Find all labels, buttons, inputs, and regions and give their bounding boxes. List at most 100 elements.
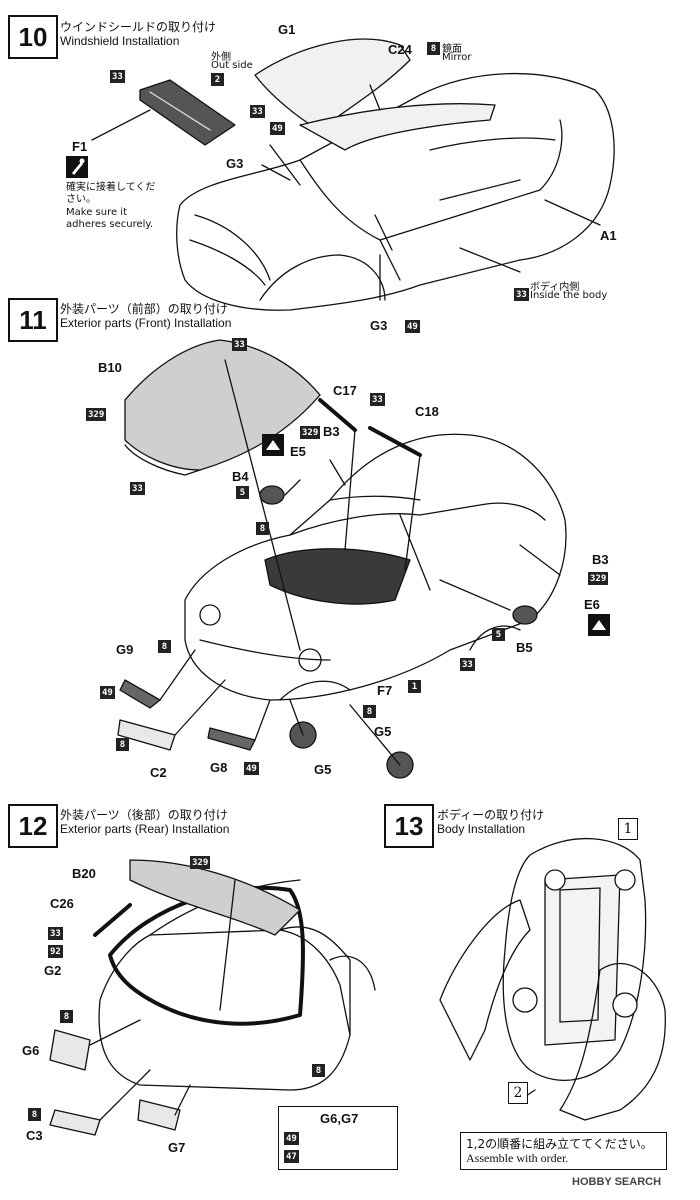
label-g5-left: G5 <box>314 762 332 777</box>
label-adhere-en: Make sure it adheres securely. <box>66 207 154 230</box>
label-body-jp: ボディ内側 <box>530 282 580 293</box>
step-11-title-jp: 外装パーツ（前部）の取り付け <box>60 302 228 316</box>
paint-chip-8-b-rear: 8 <box>312 1064 325 1077</box>
paint-chip-33-wipers: 33 <box>370 393 385 406</box>
label-c26: C26 <box>50 896 74 911</box>
label-outside-jp: 外側 <box>211 52 231 63</box>
label-c17: C17 <box>333 383 357 398</box>
paint-chip-329-b3: 329 <box>300 426 321 439</box>
paint-chip-329-hood: 329 <box>86 408 107 421</box>
label-b10: B10 <box>98 360 122 375</box>
label-g1: G1 <box>278 22 296 37</box>
wiper-c17 <box>318 398 357 432</box>
label-b4: B4 <box>232 469 249 484</box>
part-f1 <box>139 79 236 146</box>
label-b3-left: B3 <box>323 424 340 439</box>
label-c18: C18 <box>415 404 439 419</box>
label-b5: B5 <box>516 640 533 655</box>
label-c24: C24 <box>388 42 412 57</box>
body-outline-10 <box>176 72 615 311</box>
label-c2: C2 <box>150 765 167 780</box>
step-10-title-jp: ウインドシールドの取り付け <box>60 20 217 34</box>
spoiler-b20 <box>129 859 301 936</box>
paint-chip-8-c3: 8 <box>28 1108 41 1121</box>
hand-right <box>559 963 666 1121</box>
paint-chip-329-b3-right: 329 <box>588 572 609 585</box>
paint-chip-33-g1: 33 <box>250 105 265 118</box>
label-g3-top: G3 <box>226 156 244 171</box>
windshield-g1 <box>254 38 411 131</box>
assemble-note-jp: 1,2の順番に組み立ててください。 <box>466 1137 653 1151</box>
assemble-note-box <box>460 1132 667 1170</box>
label-e5: E5 <box>290 444 306 459</box>
paint-chip-47-legend: 47 <box>284 1150 299 1163</box>
label-f7: F7 <box>377 683 393 698</box>
step-13-number: 13 <box>384 804 434 848</box>
part-c3 <box>49 1109 101 1136</box>
paint-chip-8-b: 8 <box>158 640 171 653</box>
paint-chip-33-c26: 33 <box>48 927 63 940</box>
paint-chip-33-side: 33 <box>460 658 475 671</box>
paint-chip-5-b4: 5 <box>236 486 249 499</box>
label-c3: C3 <box>26 1128 43 1143</box>
step-12-title-en: Exterior parts (Rear) Installation <box>60 822 230 836</box>
label-g7: G7 <box>168 1140 186 1155</box>
chassis <box>502 838 647 1082</box>
paint-chip-49-g9: 49 <box>100 686 115 699</box>
label-g9: G9 <box>116 642 134 657</box>
label-f1: F1 <box>72 139 88 154</box>
paint-chip-outside: 2 <box>211 73 224 86</box>
step-12-number: 12 <box>8 804 58 848</box>
paint-chip-33-f1: 33 <box>110 70 125 83</box>
part-g9 <box>119 679 161 709</box>
hand-left <box>439 899 531 1061</box>
paint-chip-8-a: 8 <box>256 522 269 535</box>
label-g5-right: G5 <box>374 724 392 739</box>
paint-chip-33-hood2: 33 <box>130 482 145 495</box>
label-mirror-jp: 鏡面 <box>442 44 462 55</box>
mirror-b4 <box>259 485 285 505</box>
label-e6: E6 <box>584 597 600 612</box>
label-b3-right: B3 <box>592 552 609 567</box>
label-g8: G8 <box>210 760 228 775</box>
paint-chip-49-g3: 49 <box>270 122 285 135</box>
paint-chip-8-front: 8 <box>363 705 376 718</box>
step-10-title-en: Windshield Installation <box>60 34 180 48</box>
paint-chip-5-b5: 5 <box>492 628 505 641</box>
label-body-en: Inside the body <box>530 290 608 301</box>
cut-warning-icon-left <box>262 434 284 456</box>
label-outside-en: Out side <box>211 60 253 71</box>
paint-chip-mirror: 8 <box>427 42 440 55</box>
part-c2 <box>117 719 176 751</box>
paint-chip-1: 1 <box>408 680 421 693</box>
label-g6: G6 <box>22 1043 40 1058</box>
cut-warning-icon-right <box>588 614 610 636</box>
label-g6-g7: G6,G7 <box>320 1111 359 1126</box>
paint-chip-92: 92 <box>48 945 63 958</box>
watermark: HOBBY SEARCH <box>572 1176 662 1188</box>
order-box-1: 1 <box>618 818 638 840</box>
paint-chip-49-legend: 49 <box>284 1132 299 1145</box>
assemble-note-en: Assemble with order. <box>466 1151 569 1165</box>
label-b20: B20 <box>72 866 96 881</box>
label-adhere-jp: 確実に接着してください。 <box>66 182 156 205</box>
paint-chip-8-c2: 8 <box>116 738 129 751</box>
part-c26 <box>93 903 132 937</box>
paint-chip-33-hood: 33 <box>232 338 247 351</box>
part-g7 <box>137 1099 181 1131</box>
step-13-title-jp: ボディーの取り付け <box>437 808 545 822</box>
label-g3-bottom: G3 <box>370 318 388 333</box>
paint-chip-body: 33 <box>514 288 529 301</box>
part-g8 <box>207 727 256 751</box>
step-12-title-jp: 外装パーツ（後部）の取り付け <box>60 808 228 822</box>
paint-chip-49-g8: 49 <box>244 762 259 775</box>
mirror-b5 <box>512 605 538 625</box>
step-11-title-en: Exterior parts (Front) Installation <box>60 316 232 330</box>
paint-chip-329-b20: 329 <box>190 856 211 869</box>
step-13-title-en: Body Installation <box>437 822 526 836</box>
label-a1: A1 <box>600 228 617 243</box>
paint-chip-49-bottom: 49 <box>405 320 420 333</box>
label-g2: G2 <box>44 963 62 978</box>
glue-warning-icon <box>66 156 88 178</box>
paint-chip-8-a-rear: 8 <box>60 1010 73 1023</box>
